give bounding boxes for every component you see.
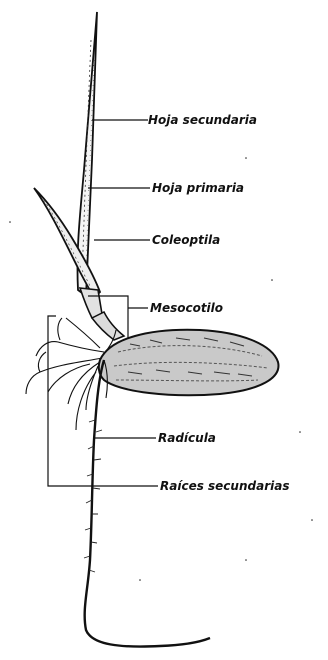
label-coleoptila: Coleoptila (152, 233, 220, 247)
label-hoja-primaria: Hoja primaria (152, 181, 244, 195)
label-mesocotilo: Mesocotilo (150, 301, 223, 315)
mesocotyl (92, 312, 124, 340)
brackets (48, 296, 128, 486)
label-radicula: Radícula (158, 431, 216, 445)
radicle (85, 360, 210, 647)
label-raices-secundarias: Raíces secundarias (160, 479, 289, 493)
label-hoja-secundaria: Hoja secundaria (148, 113, 257, 127)
seed-grain (99, 330, 279, 395)
